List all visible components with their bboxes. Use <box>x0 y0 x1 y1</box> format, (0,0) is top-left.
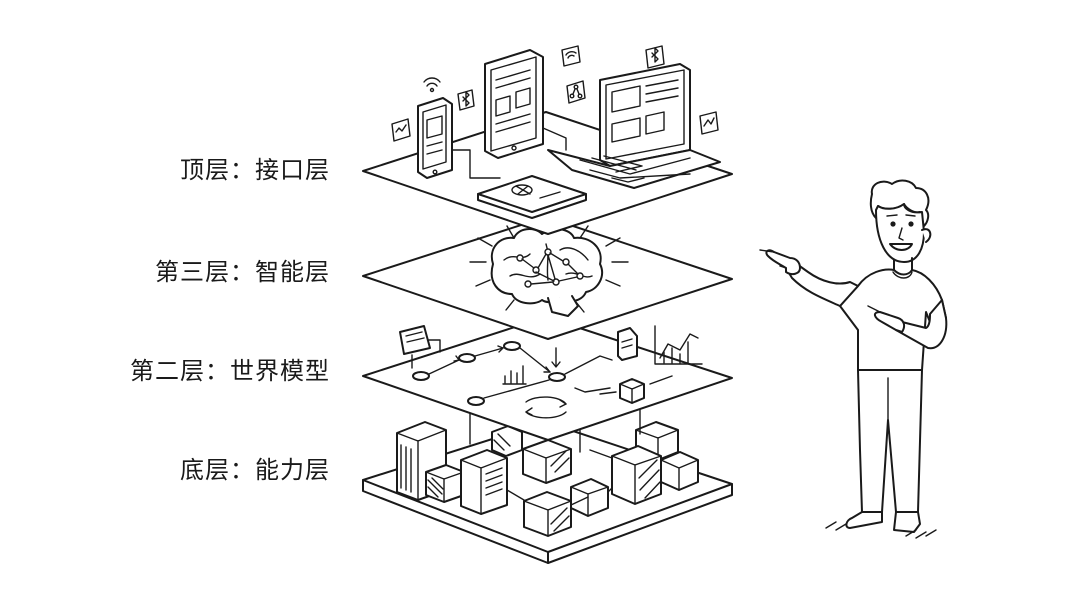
layer-label-third: 第三层：智能层 <box>155 258 330 286</box>
graph-badge-icon <box>699 111 719 135</box>
layer-label-bottom: 底层：能力层 <box>180 456 330 484</box>
phone-icon <box>417 97 453 179</box>
bluetooth-badge-icon <box>645 45 665 69</box>
card-device-icon <box>477 175 587 219</box>
wifi-badge-icon <box>561 45 581 67</box>
share-icon <box>566 80 586 104</box>
layer-label-second: 第二层：世界模型 <box>130 357 330 385</box>
wifi-icon <box>423 77 441 93</box>
tablet-icon <box>484 49 544 159</box>
laptop-icon <box>547 63 721 189</box>
capability-blocks <box>396 421 699 537</box>
brain-icon <box>469 219 629 317</box>
world-model-plane <box>362 316 733 441</box>
signal-icon <box>391 118 411 142</box>
bluetooth-icon <box>457 89 475 111</box>
interface-devices <box>417 49 721 219</box>
presenter-figure <box>759 179 948 539</box>
layer-label-top: 顶层：接口层 <box>180 156 330 184</box>
world-model-flow <box>399 325 703 419</box>
